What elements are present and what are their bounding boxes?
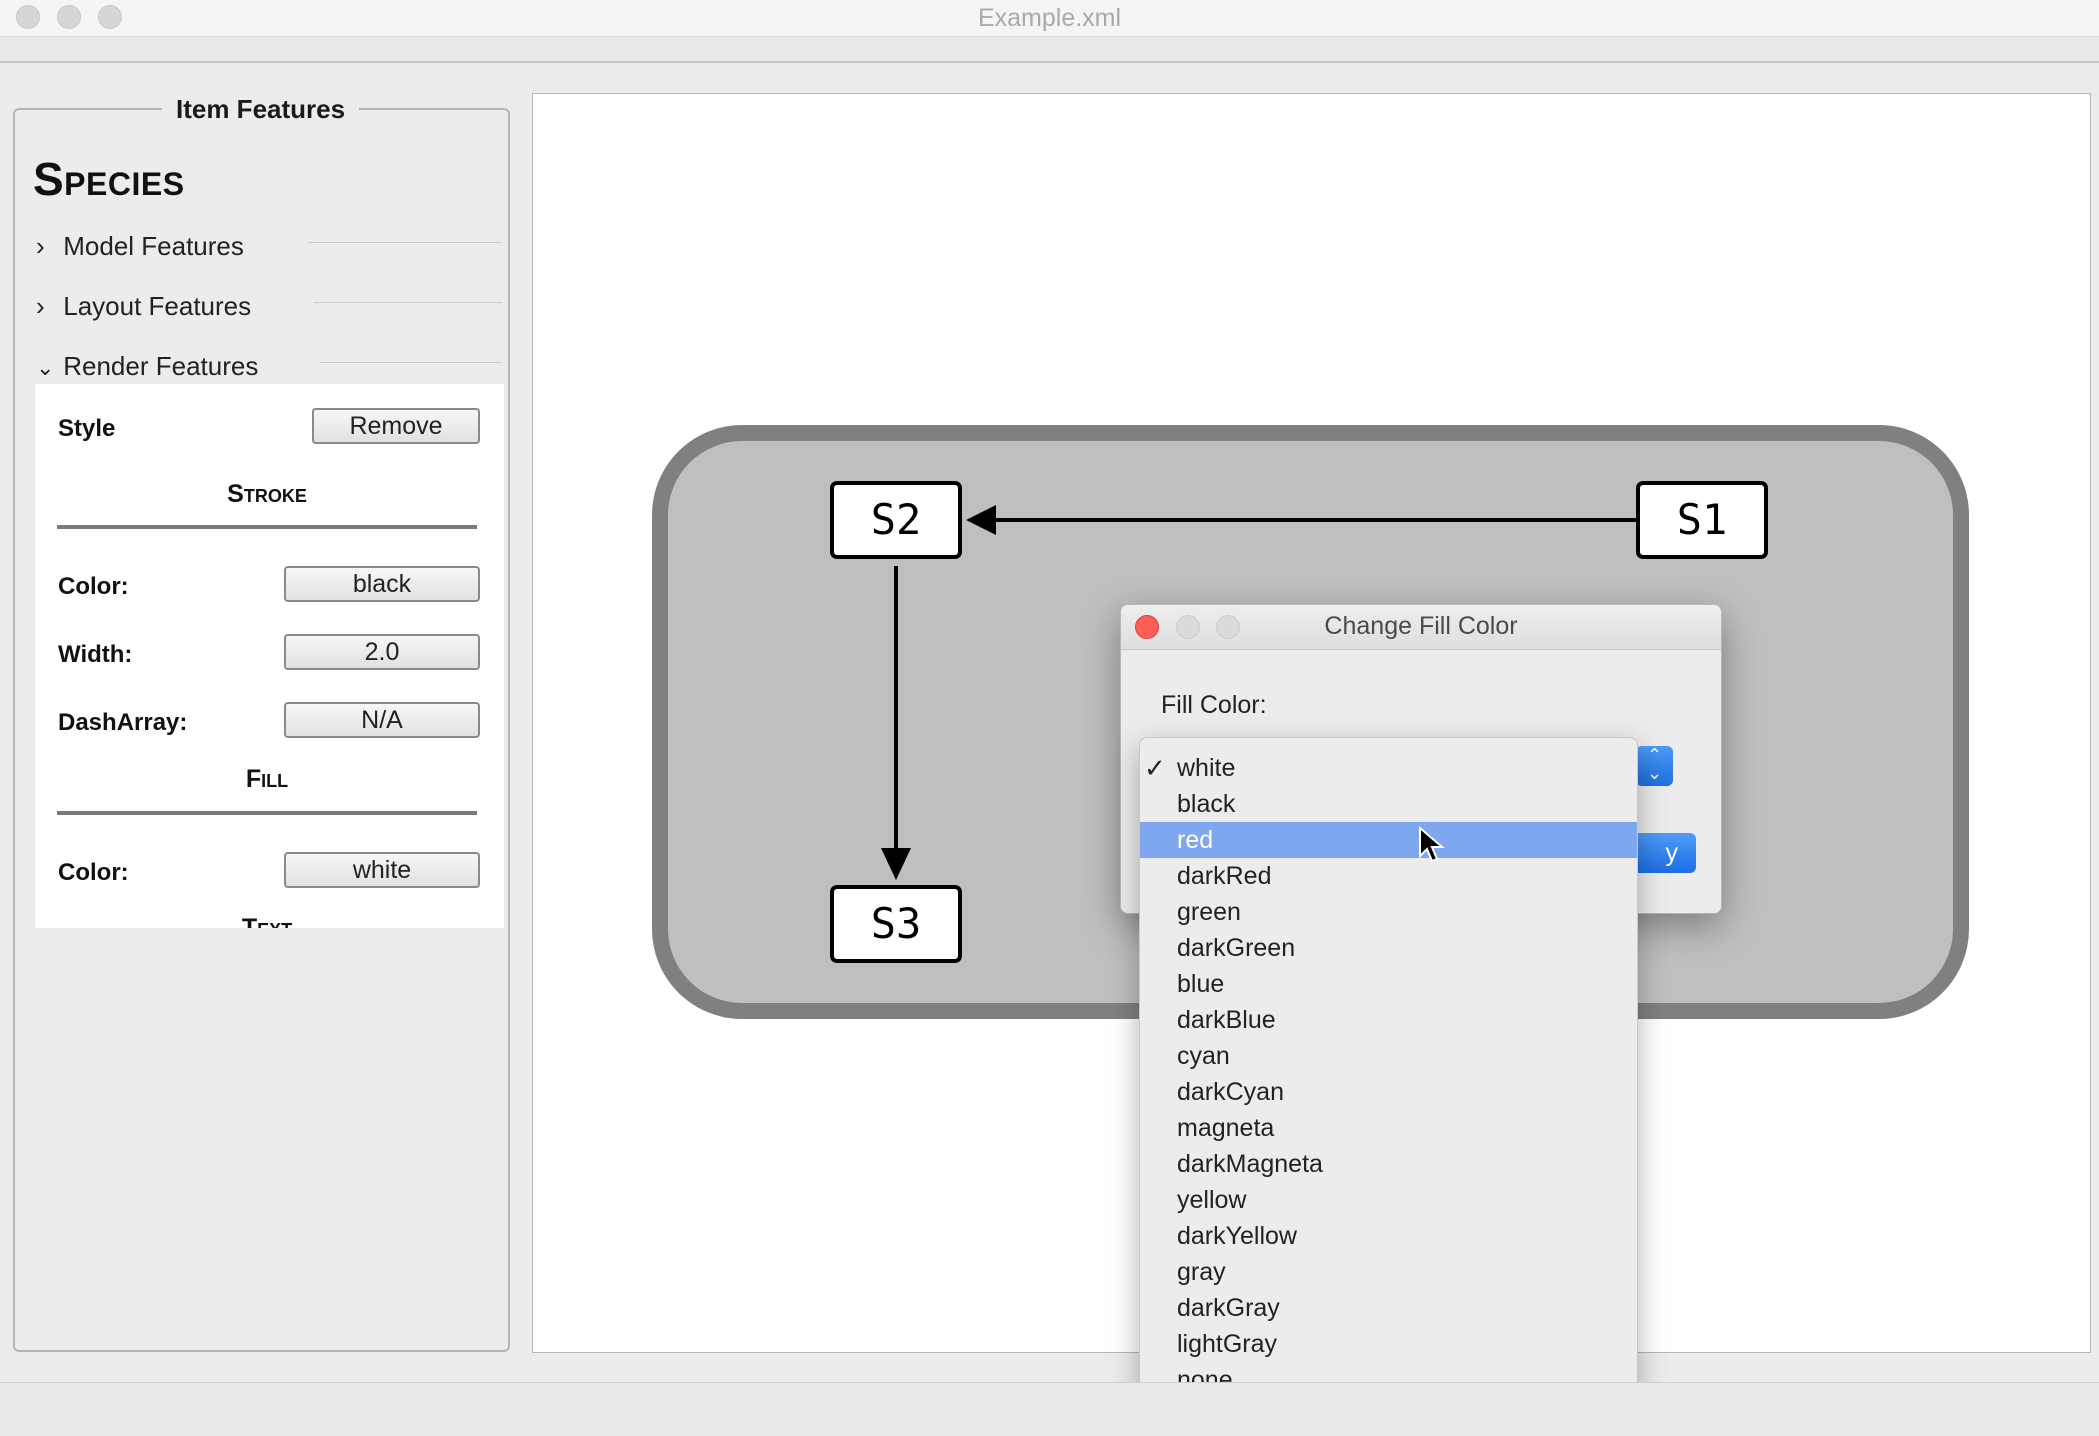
dropdown-option[interactable]: darkBlue [1177,1006,1276,1034]
window-titlebar: Example.xml [0,0,2099,37]
dialog-titlebar: Change Fill Color [1121,605,1721,650]
section-divider [314,302,502,303]
section-label: Model Features [63,231,244,261]
dropdown-option[interactable]: darkRed [1177,862,1272,890]
dropdown-option[interactable]: yellow [1177,1186,1247,1214]
fill-color-dropdown[interactable]: ✓white black red darkRed green darkGreen… [1139,737,1638,1404]
dropdown-option[interactable]: darkMagneta [1177,1150,1323,1178]
fill-color-label: Color: [58,859,129,886]
dropdown-option[interactable]: green [1177,898,1241,926]
section-divider [308,242,502,243]
dropdown-option[interactable]: black [1177,790,1236,818]
stroke-color-button[interactable]: black [284,566,480,602]
stroke-color-label: Color: [58,573,129,600]
close-window-button[interactable] [16,5,40,29]
fill-heading: Fill [245,765,289,793]
dialog-title: Change Fill Color [1324,612,1518,640]
dasharray-label: DashArray: [58,709,188,736]
dropdown-option[interactable]: lightGray [1177,1330,1278,1358]
window-title: Example.xml [977,4,1122,32]
fill-color-label: Fill Color: [1161,691,1267,719]
section-model-features[interactable]: › Model Features [36,231,244,262]
section-divider [320,362,502,363]
dasharray-button[interactable]: N/A [284,702,480,738]
style-label: Style [58,415,116,442]
dropdown-option[interactable]: blue [1177,970,1225,998]
status-bar [0,1382,2099,1436]
minimize-window-button[interactable] [57,5,81,29]
dialog-zoom-button[interactable] [1216,615,1240,639]
dropdown-option[interactable]: magneta [1177,1114,1275,1142]
dropdown-option[interactable]: darkYellow [1177,1222,1297,1250]
chevron-right-icon: › [36,291,45,321]
stroke-divider [57,525,477,529]
stroke-width-button[interactable]: 2.0 [284,634,480,670]
section-layout-features[interactable]: › Layout Features [36,291,251,322]
dropdown-option[interactable]: cyan [1177,1042,1230,1070]
species-node-s2[interactable]: S2 [830,481,962,559]
dropdown-option-highlighted[interactable]: red [1140,822,1637,858]
arrowhead-s2-icon [966,505,996,535]
species-node-s3[interactable]: S3 [830,885,962,963]
dialog-minimize-button[interactable] [1176,615,1200,639]
zoom-window-button[interactable] [98,5,122,29]
mouse-cursor-icon [1419,826,1445,863]
text-heading: Text [241,914,293,928]
section-label: Layout Features [63,291,252,321]
section-render-features[interactable]: ⌄ Render Features [36,351,258,382]
dropdown-option[interactable]: gray [1177,1258,1226,1286]
panel-legend: Item Features [162,94,360,125]
fill-divider [57,811,477,815]
select-stepper-icon[interactable]: ⌃⌄ [1636,746,1673,786]
dropdown-option[interactable]: darkGreen [1177,934,1296,962]
dropdown-option[interactable]: ✓white [1140,750,1637,786]
chevron-down-icon: ⌄ [36,355,55,380]
species-title: Species [33,153,185,205]
stroke-heading: Stroke [227,480,307,508]
toolbar [0,37,2099,63]
dropdown-option[interactable]: darkGray [1177,1294,1280,1322]
fill-color-button[interactable]: white [284,852,480,888]
species-node-s1[interactable]: S1 [1636,481,1768,559]
chevron-right-icon: › [36,231,45,261]
width-label: Width: [58,641,133,668]
arrowhead-s3-icon [881,848,911,880]
dropdown-option[interactable]: darkCyan [1177,1078,1284,1106]
checkmark-icon: ✓ [1144,753,1166,783]
render-features-box: Style Remove Stroke Color: black Width: … [35,384,504,928]
dialog-close-button[interactable] [1135,615,1159,639]
remove-style-button[interactable]: Remove [312,408,480,444]
section-label: Render Features [63,351,259,381]
